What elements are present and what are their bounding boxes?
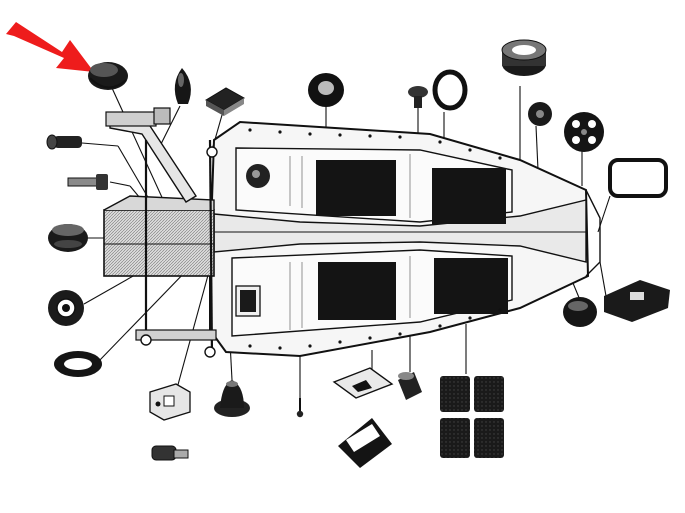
large-cylinder-bushing xyxy=(501,39,547,76)
chassis-small-panel xyxy=(235,285,261,317)
steering-box xyxy=(105,111,157,127)
seal-ring xyxy=(432,69,468,111)
floor-mat-insert xyxy=(338,418,392,468)
bolt-bushing-long xyxy=(46,134,82,150)
edge-bolt-holes xyxy=(248,128,502,350)
axle-beam-box xyxy=(103,209,215,277)
bolt-with-nut xyxy=(151,445,189,461)
small-grommet-right xyxy=(528,102,552,126)
front-axle-assembly xyxy=(103,107,218,358)
bracket-clamp xyxy=(149,383,191,421)
wheel-spacer-ring xyxy=(48,290,84,326)
rectangular-gasket xyxy=(608,158,668,198)
rubber-mount-stack xyxy=(48,224,88,252)
oval-grommet xyxy=(54,351,102,377)
floor-mat-lower-left xyxy=(318,262,396,320)
small-screw xyxy=(296,398,304,418)
chassis-grommet-inset xyxy=(246,164,270,188)
rubber-sleeve xyxy=(398,372,422,400)
cup-grommet-rear xyxy=(563,297,597,327)
round-grommet-top xyxy=(308,73,344,107)
bump-stop-cone xyxy=(174,68,191,104)
pedal-bracket-plate xyxy=(332,367,394,399)
grommet-top-left-highlighted xyxy=(88,62,128,90)
chassis-floor-pan xyxy=(209,120,601,358)
button-plug xyxy=(408,86,428,108)
floor-mat-upper-right xyxy=(432,168,506,224)
center-tunnel xyxy=(213,199,587,263)
rubber-bump-stop-round xyxy=(214,380,250,417)
rear-clip-plate xyxy=(604,280,670,322)
floor-mat-upper-left xyxy=(316,160,396,216)
steering-tube xyxy=(109,117,197,203)
floor-mat-set xyxy=(440,376,504,458)
four-hole-coupler xyxy=(564,112,604,152)
threaded-bolt xyxy=(67,174,108,190)
floor-mat-lower-right xyxy=(434,258,508,314)
square-mount-block xyxy=(205,87,245,116)
red-pointer-arrow xyxy=(6,22,94,72)
arrow-shape xyxy=(6,22,94,72)
